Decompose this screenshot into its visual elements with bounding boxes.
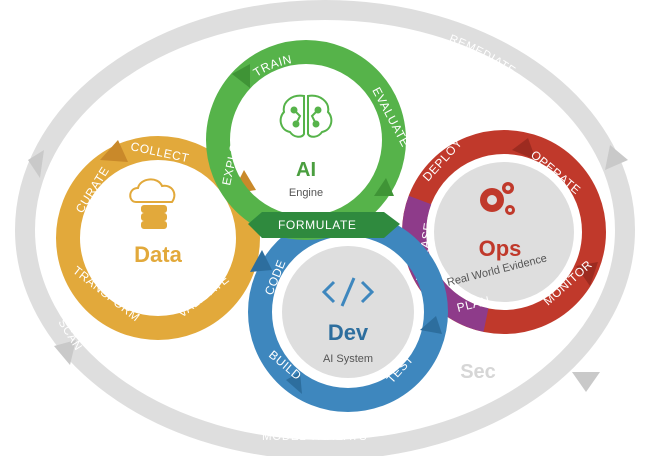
ai-title: AI bbox=[296, 159, 316, 181]
outer-ring-arrow bbox=[572, 372, 600, 392]
formulate-bridge bbox=[248, 212, 400, 238]
dev-subtitle: AI System bbox=[323, 353, 373, 365]
brain-icon bbox=[279, 94, 333, 138]
dev-ring-arrow bbox=[286, 372, 302, 394]
dev-ring-arrow bbox=[250, 250, 272, 272]
gears-icon bbox=[480, 182, 515, 215]
ai-ring-arrow bbox=[374, 178, 394, 196]
ai-subtitle: Engine bbox=[289, 187, 323, 199]
ops-ring-arrow bbox=[576, 262, 598, 286]
ops-title: Ops bbox=[479, 236, 522, 261]
cloud-database-icon bbox=[129, 178, 176, 229]
ops-core bbox=[434, 162, 574, 302]
outer-ring-arrow bbox=[28, 150, 44, 178]
data-ring-arrow bbox=[100, 140, 128, 162]
sec-badge: Sec bbox=[460, 361, 496, 383]
data-title: Data bbox=[134, 242, 182, 267]
formulate-label: FORMULATE bbox=[278, 218, 357, 232]
outer-ring-arrow bbox=[54, 340, 76, 365]
dev-core bbox=[282, 246, 414, 378]
outer-ring-arrow bbox=[605, 145, 628, 170]
outer-sec-ring bbox=[15, 0, 635, 456]
ai-core bbox=[238, 72, 374, 208]
code-icon bbox=[321, 277, 375, 307]
outer-label-model-threats: MODEL THREATS bbox=[262, 431, 367, 443]
dev-ring-arrow bbox=[420, 316, 442, 334]
dev-title: Dev bbox=[328, 320, 369, 345]
data-core bbox=[88, 168, 228, 308]
ops-ring-arrow bbox=[512, 138, 536, 160]
ai-ring-arrow bbox=[232, 64, 250, 88]
data-ring bbox=[56, 136, 260, 340]
